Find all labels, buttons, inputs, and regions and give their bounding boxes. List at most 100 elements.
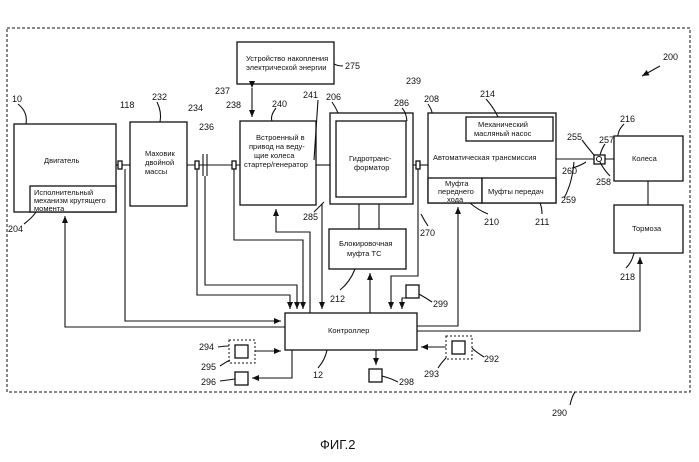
ref-238: 238 [226, 100, 241, 110]
controller-label: Контроллер [328, 326, 369, 335]
leader-275 [334, 64, 343, 66]
ref-216: 216 [620, 114, 635, 124]
leader-295 [220, 360, 230, 366]
dual-mass-flywheel-label-1: Маховик [145, 149, 176, 158]
ref-295: 295 [201, 362, 216, 372]
shaft-coupling-234 [195, 161, 199, 169]
ref-204: 204 [8, 224, 23, 234]
shaft-coupling-118 [118, 161, 122, 169]
mechanical-oil-pump-label-2: масляный насос [474, 129, 532, 138]
ref-212: 212 [330, 294, 345, 304]
leader-294 [218, 346, 229, 347]
isg-label-2: привод на веду- [249, 142, 305, 151]
ref-258: 258 [596, 177, 611, 187]
torque-converter-label-2: форматор [354, 163, 389, 172]
torque-converter-label-1: Гидротранс- [349, 154, 392, 163]
leader-208 [428, 104, 432, 113]
torque-actuator-label-3: момента [34, 204, 65, 213]
gear-clutches-label: Муфты передач [488, 187, 544, 196]
ref-292: 292 [484, 354, 499, 364]
sensor-box-299 [406, 285, 419, 298]
tc-lockup-clutch-label-1: Блокировочная [339, 239, 392, 248]
leader-270 [421, 214, 428, 226]
ref-208: 208 [424, 94, 439, 104]
ref-218: 218 [620, 272, 635, 282]
forward-clutch-label-3: хода [447, 195, 464, 204]
leader-293 [438, 358, 446, 368]
leader-292 [472, 348, 484, 357]
leader-232 [157, 102, 161, 122]
sensor-box-296 [235, 372, 248, 385]
automatic-transmission-label: Автоматическая трансмиссия [433, 153, 537, 162]
mechanical-oil-pump-label-1: Механический [478, 120, 528, 129]
isg-label-4: стартер/генератор [244, 160, 308, 169]
ref-232: 232 [152, 92, 167, 102]
ref-286: 286 [394, 98, 409, 108]
ctrl-to-brakes [417, 257, 640, 331]
ref-293: 293 [424, 369, 439, 379]
leader-240 [272, 108, 277, 121]
wheels-label: Колеса [632, 154, 658, 163]
ctrl-to-isg [276, 209, 310, 313]
isg-label-3: щие колеса [254, 151, 295, 160]
leader-12 [318, 350, 327, 368]
ref-239: 239 [406, 76, 421, 86]
ctrl-to-sensor296 [252, 350, 292, 378]
leader-298 [382, 376, 398, 382]
ref-294: 294 [199, 342, 214, 352]
ref-241: 241 [303, 90, 318, 100]
leader-210 [470, 203, 488, 214]
ref-12: 12 [313, 370, 323, 380]
ref-206: 206 [326, 92, 341, 102]
ref-237: 237 [215, 86, 230, 96]
energy-storage-label-1: Устройство накопления [246, 54, 328, 63]
ref-200: 200 [663, 52, 678, 62]
ref-118: 118 [120, 100, 134, 110]
dual-mass-flywheel-label-3: массы [145, 167, 167, 176]
engine-label: Двигатель [44, 156, 79, 165]
leader-218 [626, 253, 634, 268]
ref-240: 240 [272, 99, 287, 109]
leader-299 [419, 294, 432, 302]
sensor299-to-ctrl [402, 298, 406, 309]
ref-298: 298 [399, 377, 414, 387]
figure-caption: ФИГ.2 [320, 437, 356, 452]
leader-212 [340, 269, 355, 290]
ref-290: 290 [552, 408, 567, 418]
ref-214: 214 [480, 89, 495, 99]
isg-label-1: Встроенный в [256, 133, 305, 142]
ref-259: 259 [561, 195, 576, 205]
leader-211 [540, 203, 542, 214]
leader-216 [618, 124, 624, 136]
ref-257: 257 [599, 135, 614, 145]
ref-296: 296 [201, 377, 216, 387]
ref-255: 255 [567, 132, 582, 142]
shaft-coupling-238 [232, 161, 236, 169]
leader-206 [332, 102, 338, 113]
sensor-box-294 [235, 345, 248, 358]
shaft-coupling-239 [416, 161, 420, 169]
brakes-label: Тормоза [632, 224, 662, 233]
dual-mass-flywheel-label-2: двойной [145, 158, 174, 167]
tc-lockup-clutch-label-2: муфта ТС [347, 249, 382, 258]
ref-10: 10 [12, 94, 22, 104]
ref-210: 210 [484, 217, 499, 227]
ref-275: 275 [345, 61, 360, 71]
leader-290 [570, 392, 575, 405]
energy-storage-label-2: электрической энергии [246, 63, 326, 72]
leader-296 [220, 379, 235, 381]
ref-236: 236 [199, 122, 214, 132]
ref-260: 260 [562, 166, 577, 176]
ref-234: 234 [188, 103, 203, 113]
leader-204 [24, 212, 36, 224]
sensor-box-298 [369, 369, 382, 382]
ref-211: 211 [535, 217, 549, 227]
leader-10 [18, 104, 26, 124]
sensor-box-292 [452, 341, 465, 354]
ctrl-to-engine [65, 216, 285, 327]
ref-299: 299 [433, 299, 448, 309]
leader-257 [600, 144, 605, 155]
leader-255 [582, 140, 594, 155]
